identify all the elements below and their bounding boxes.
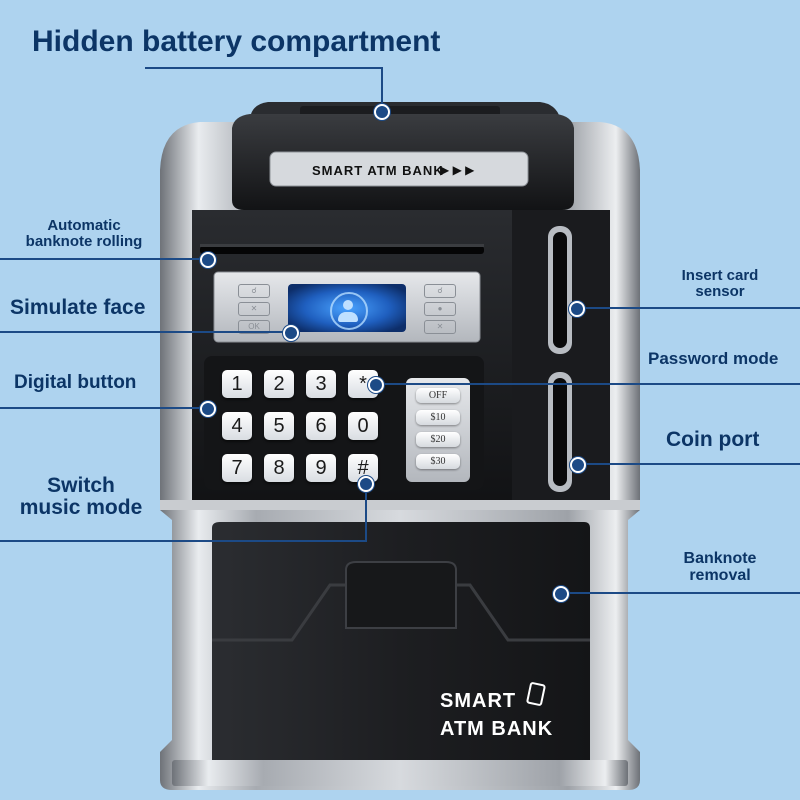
marker-banknote-rolling (200, 252, 216, 268)
brand-top-arrows: ▶ ▶ ▶ (440, 163, 475, 177)
magnifier-icon: ☌ (238, 284, 270, 298)
leader-line-banknote-rolling (0, 258, 206, 260)
ok-button-label: OK (238, 320, 270, 334)
marker-banknote-removal (553, 586, 569, 602)
marker-face (283, 325, 299, 341)
leader-line-coin (577, 463, 800, 465)
amount-10: $10 (416, 410, 460, 425)
lock-icon: ● (424, 302, 456, 316)
label-insert-card: Insert card sensor (681, 267, 759, 300)
marker-battery (374, 104, 390, 120)
marker-card (569, 301, 585, 317)
label-simulate-face: Simulate face (10, 296, 146, 319)
leader-line-battery-v (381, 67, 383, 111)
key-2: 2 (264, 370, 294, 398)
leader-line-face (0, 331, 290, 333)
label-banknote-removal: Banknote removal (683, 550, 757, 584)
marker-digital (200, 401, 216, 417)
leader-line-music-v (365, 483, 367, 542)
face-scan-icon (330, 292, 368, 330)
marker-music (358, 476, 374, 492)
label-digital-button: Digital button (14, 372, 137, 393)
leader-line-digital (0, 407, 207, 409)
leader-line-password (375, 383, 800, 385)
brand-top-label: SMART ATM BANK (312, 163, 444, 178)
key-5: 5 (264, 412, 294, 440)
title-label: Hidden battery compartment (32, 25, 441, 58)
leader-line-battery-h (145, 67, 382, 69)
marker-coin (570, 457, 586, 473)
amount-off: OFF (416, 388, 460, 403)
leader-line-music-h (0, 540, 367, 542)
key-8: 8 (264, 454, 294, 482)
label-coin-port: Coin port (666, 428, 760, 451)
label-banknote-rolling: Automatic banknote rolling (25, 217, 143, 250)
brand-front-line1: SMART (440, 690, 517, 712)
amount-30: $30 (416, 454, 460, 469)
label-switch-music: Switch music mode (19, 474, 143, 520)
key-1: 1 (222, 370, 252, 398)
leader-line-banknote-removal (560, 592, 800, 594)
key-9: 9 (306, 454, 336, 482)
close-icon: ✕ (238, 302, 270, 316)
brand-front-line2: ATM BANK (440, 718, 554, 740)
key-7: 7 (222, 454, 252, 482)
key-4: 4 (222, 412, 252, 440)
amount-20: $20 (416, 432, 460, 447)
leader-line-card (576, 307, 800, 309)
key-3: 3 (306, 370, 336, 398)
key-hash: # (348, 454, 378, 482)
key-6: 6 (306, 412, 336, 440)
marker-password (368, 377, 384, 393)
key-0: 0 (348, 412, 378, 440)
label-password-mode: Password mode (648, 349, 779, 368)
magnifier-icon: ☌ (424, 284, 456, 298)
close-icon: ✕ (424, 320, 456, 334)
